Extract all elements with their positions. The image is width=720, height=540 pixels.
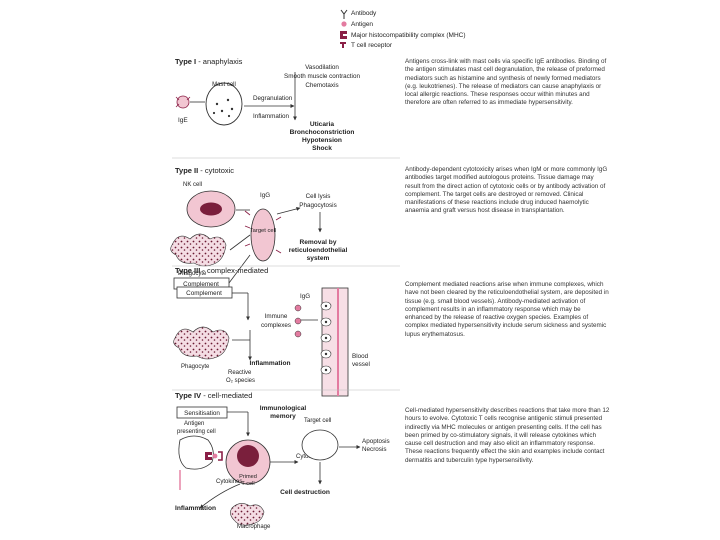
removal-2: system xyxy=(307,255,330,262)
nk-nucleus xyxy=(200,202,222,216)
complement-box-3 xyxy=(176,286,233,299)
antigen-icon xyxy=(341,21,347,27)
phagocyte-label: Phagocyte xyxy=(178,271,207,277)
primed-nucleus xyxy=(237,445,259,467)
legend-antibody: Antibody xyxy=(351,10,377,17)
inflammation-4: Inflammation xyxy=(175,505,216,512)
immune-complexes-0: Immune xyxy=(265,313,288,320)
phagocyte-shape-3 xyxy=(173,326,230,360)
mast-cell xyxy=(205,82,243,126)
type1-section: Type I - anaphylaxis IgE Mast cell Degra… xyxy=(175,57,360,152)
type1-outcome-1: Bronchoconstriction xyxy=(290,129,355,136)
target-cell xyxy=(250,208,276,262)
macrophage-shape xyxy=(230,503,265,526)
cytokines2-label: Cytokines xyxy=(216,479,242,485)
primed-0: Primed xyxy=(239,474,257,480)
type2-effect-1: Phagocytosis xyxy=(299,202,336,209)
type4-title: Type IV - cell-mediated xyxy=(175,391,252,400)
tcr-contact-icon xyxy=(218,451,223,461)
inflammation-3: Inflammation xyxy=(249,360,290,367)
igg-label-3: IgG xyxy=(300,293,310,300)
type1-outcome-0: Uticaria xyxy=(310,121,335,128)
apoptosis-0: Apoptosis xyxy=(362,438,390,445)
type4-description: Cell-mediated hypersensitivity describes… xyxy=(405,407,610,464)
removal-0: Removal by xyxy=(299,239,336,246)
inflammation-label-1: Inflammation xyxy=(253,113,290,120)
type1-effect-0: Vasodilation xyxy=(305,64,339,71)
igg-label: IgG xyxy=(260,192,270,199)
apc-0: Antigen xyxy=(184,421,204,427)
type2-title: Type II - cytotoxic xyxy=(175,166,234,175)
blood-vessel-0: Blood xyxy=(352,353,369,360)
legend-antigen: Antigen xyxy=(351,21,373,28)
phagocyte-label-3: Phagocyte xyxy=(181,364,210,370)
type2-description: Antibody-dependent cytotoxicity arises w… xyxy=(405,166,608,215)
type3-title: Type III - complex-mediated xyxy=(175,266,268,275)
type4-section: Type IV - cell-mediated Sensitisation Im… xyxy=(175,391,390,530)
legend: Antibody Antigen Major histocompatibilit… xyxy=(340,9,466,49)
complement-label-3: Complement xyxy=(186,290,222,297)
phagocyte-shape xyxy=(170,233,227,267)
immune-complexes-1: complexes xyxy=(261,322,291,329)
mast-cell-label: Mast cell xyxy=(212,82,236,88)
cell-destruction: Cell destruction xyxy=(280,489,330,496)
type1-outcome-2: Hypotension xyxy=(302,137,342,144)
type1-title: Type I - anaphylaxis xyxy=(175,57,243,66)
legend-tcr: T cell receptor xyxy=(351,42,393,49)
ige-label: IgE xyxy=(178,117,188,124)
immune-complex-dots xyxy=(294,304,302,338)
type2-effect-0: Cell lysis xyxy=(306,193,331,200)
mhc-icon xyxy=(340,31,347,39)
degranulation-label: Degranulation xyxy=(253,95,293,102)
type3-section: Type III - complex-mediated Complement I… xyxy=(173,266,370,397)
ige-cell xyxy=(176,95,190,109)
type1-outcome-3: Shock xyxy=(312,145,332,152)
nk-cell-label: NK cell xyxy=(183,182,202,188)
target-cell-label-4: Target cell xyxy=(304,418,331,424)
target-cell-4 xyxy=(301,429,339,461)
complement-label: Complement xyxy=(183,281,219,288)
apc-1: presenting cell xyxy=(177,429,216,435)
sensitisation-box xyxy=(176,406,228,419)
sensitisation-label: Sensitisation xyxy=(184,410,220,417)
legend-mhc: Major histocompatibility complex (MHC) xyxy=(351,32,466,39)
type1-effect-1: Smooth muscle contraction xyxy=(284,73,360,80)
memory-0: Immunological xyxy=(260,405,307,412)
apc-cell xyxy=(178,435,214,470)
apc-antigen-icon xyxy=(212,453,218,459)
tcr-icon xyxy=(340,42,346,48)
primed-1: T cell xyxy=(241,481,254,487)
type1-description: Antigens cross-link with mast cells via … xyxy=(405,58,607,107)
type1-effect-2: Chemotaxis xyxy=(305,82,338,89)
blood-vessel-1: vessel xyxy=(352,361,370,368)
memory-1: memory xyxy=(270,413,296,420)
removal-1: reticuloendothelial xyxy=(289,247,348,254)
macrophage-label: Macrophage xyxy=(237,524,271,530)
type2-section: Type II - cytotoxic NK cell Phagocyte Co… xyxy=(170,166,348,290)
target-cell-label-0: Target cell xyxy=(250,228,276,234)
type3-description: Complement mediated reactions arise when… xyxy=(405,281,609,338)
apoptosis-1: Necrosis xyxy=(362,446,387,453)
reactive-0: Reactive xyxy=(228,370,252,376)
antibody-icon xyxy=(340,9,348,19)
reactive-1: O₂ species xyxy=(226,378,255,384)
apc-mhc-icon xyxy=(205,452,212,460)
